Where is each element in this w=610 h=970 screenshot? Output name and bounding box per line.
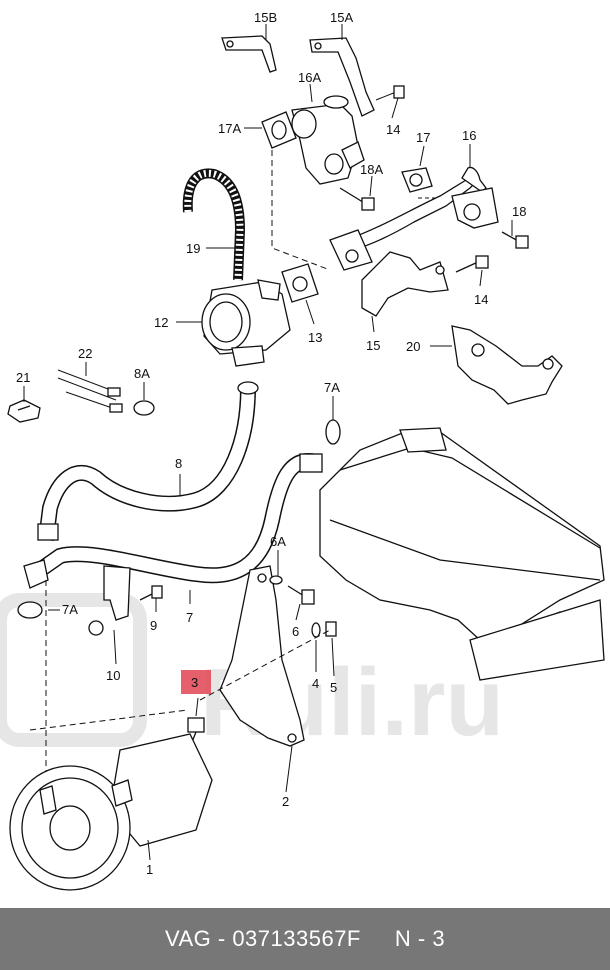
label-2: 2 [282,794,289,809]
label-3: 3 [191,675,198,690]
bracket-2 [219,565,305,747]
bracket-15 [361,251,449,317]
bolt-9 [139,585,163,601]
secondary-air-pump-1 [9,733,213,891]
clamp-22 [57,369,123,413]
pipe-16 [329,166,499,271]
part-number: VAG - 037133567F [164,926,361,951]
bolt-18 [501,231,529,249]
label-21: 21 [16,370,30,385]
bracket-10 [88,565,131,636]
dashed-guides-lower [29,580,331,780]
label-7a-left: 7A [62,602,78,617]
label-17a: 17A [218,121,241,136]
seal-ring-8a [133,400,155,416]
label-22: 22 [78,346,92,361]
label-14-mid: 14 [474,292,488,307]
label-14-top: 14 [386,122,400,137]
label-18: 18 [512,204,526,219]
label-18a: 18A [360,162,383,177]
gasket-17 [401,167,433,193]
dashed-guides [271,150,438,271]
gasket-17a [261,111,297,149]
label-19: 19 [186,241,200,256]
label-15a: 15A [330,10,353,25]
label-20: 20 [406,339,420,354]
label-1: 1 [146,862,153,877]
bolt-14-mid [455,255,489,273]
hose-8 [37,381,259,541]
bolt-18a [339,187,375,211]
air-filter-housing [319,427,605,681]
label-15b: 15B [254,10,277,25]
gasket-13 [281,263,319,303]
bolt-6 [287,585,315,605]
combination-valve-16a [291,95,365,185]
label-8a: 8A [134,366,150,381]
label-6a: 6A [270,534,286,549]
hose-7 [23,453,323,589]
highlighted-part-marker [181,670,211,694]
label-6: 6 [292,624,299,639]
footer-bar: VAG - 037133567F N - 3 [0,908,610,970]
seal-ring-7a-left [17,601,43,619]
valve-12 [201,279,291,367]
label-5: 5 [330,680,337,695]
label-15: 15 [366,338,380,353]
label-16: 16 [462,128,476,143]
highlight-label-layer: 3 [191,675,198,690]
label-7a-top: 7A [324,380,340,395]
label-4: 4 [312,676,319,691]
label-16a: 16A [298,70,321,85]
washer-6a [269,575,283,585]
label-9: 9 [150,618,157,633]
diagram-code: N - 3 [394,926,446,951]
label-8: 8 [175,456,182,471]
nut-5 [325,621,337,637]
leader-lines [23,24,513,861]
bracket-15a [309,37,375,117]
label-7: 7 [186,610,193,625]
label-10: 10 [106,668,120,683]
hose-19 [182,168,246,281]
parts-diagram: Ruli.ru [0,10,605,891]
label-13: 13 [308,330,322,345]
bracket-15b [221,35,277,73]
callout-labels: 15B 15A 16A 17A 14 17 16 18A 18 19 12 13… [16,10,526,877]
bolt-14-top [375,85,405,101]
pressure-sensor-3 [187,717,205,743]
bracket-20 [451,325,563,405]
label-12: 12 [154,315,168,330]
label-17: 17 [416,130,430,145]
